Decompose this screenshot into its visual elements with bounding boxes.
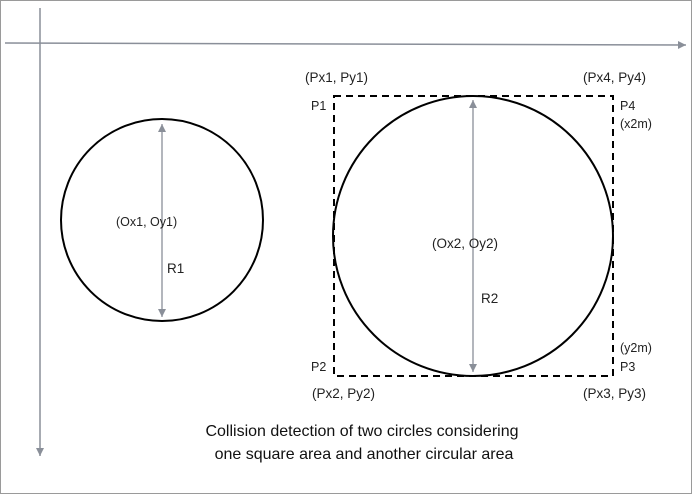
corner-p2-name: P2 — [311, 360, 326, 374]
corner-p4-name: P4 — [620, 99, 635, 113]
corner-p4-coord: (Px4, Py4) — [583, 70, 646, 85]
circle-1-center-label: (Ox1, Oy1) — [116, 215, 177, 229]
caption-line-1: Collision detection of two circles consi… — [205, 423, 518, 440]
corner-p2-coord: (Px2, Py2) — [312, 386, 375, 401]
x-axis — [4, 40, 687, 49]
circle-2-radius-label: R2 — [481, 291, 498, 306]
corner-p3-extra: (y2m) — [620, 341, 652, 355]
circle-1-radius-label: R1 — [167, 261, 184, 276]
circle-2 — [332, 95, 614, 377]
corner-p1-coord: (Px1, Py1) — [305, 70, 368, 85]
corner-p4-extra: (x2m) — [620, 117, 652, 131]
circle-1 — [60, 118, 264, 322]
corner-p3-name: P3 — [620, 360, 635, 374]
circle-2-center-label: (Ox2, Oy2) — [432, 236, 498, 251]
caption-line-2: one square area and another circular are… — [215, 446, 514, 463]
corner-p1-name: P1 — [311, 99, 326, 113]
corner-p3-coord: (Px3, Py3) — [583, 386, 646, 401]
